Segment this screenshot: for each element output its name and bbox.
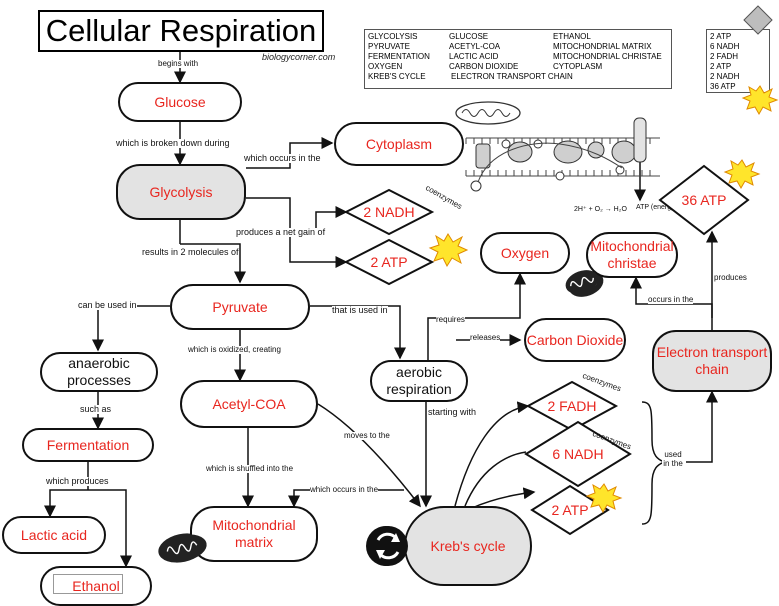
- word-bank-item: FERMENTATION: [368, 52, 430, 61]
- credit-text: biologycorner.com: [262, 52, 336, 62]
- label-which-occurs-in-the: which occurs in the: [310, 485, 379, 494]
- node-oxygen: Oxygen: [480, 232, 570, 274]
- word-bank-item: GLUCOSE: [449, 32, 489, 41]
- node-aerobic-respiration: aerobic respiration: [370, 360, 468, 402]
- label-broken-down: which is broken down during: [116, 138, 230, 148]
- node-fermentation: Fermentation: [22, 428, 154, 462]
- label-begins-with: begins with: [158, 59, 199, 68]
- label-requires: requires: [436, 315, 465, 324]
- label-produces: produces: [714, 273, 747, 282]
- label-results-in: results in 2 molecules of: [142, 247, 239, 257]
- node-anaerobic-processes: anaerobic processes: [40, 352, 158, 392]
- node-cytoplasm: Cytoplasm: [334, 122, 464, 166]
- node-carbon-dioxide: Carbon Dioxide: [524, 318, 626, 362]
- node-mitochondrial-christae: Mitochondrial christae: [586, 232, 678, 278]
- node-acetyl-coa: Acetyl-COA: [180, 380, 318, 428]
- label-starting-with: starting with: [428, 407, 477, 417]
- label-net-gain: produces a net gain of: [236, 227, 326, 237]
- label-oxidized: which is oxidized, creating: [188, 345, 281, 354]
- page-title: Cellular Respiration: [45, 13, 317, 48]
- label-shuffled: which is shuffled into the: [206, 464, 294, 473]
- node-mitochondrial-matrix: Mitochondrial matrix: [190, 506, 318, 562]
- ethanol-answer-box: [53, 574, 123, 594]
- atp-list-item: 36 ATP: [710, 82, 736, 91]
- label-such-as: such as: [80, 404, 112, 414]
- word-bank-item: KREB'S CYCLE: [368, 72, 426, 81]
- label-occurs-in: which occurs in the: [244, 153, 321, 163]
- word-bank-item: LACTIC ACID: [449, 52, 499, 61]
- atp-list-item: 2 ATP: [710, 62, 732, 71]
- atp-list-item: 2 NADH: [710, 72, 740, 81]
- label-moves-to: moves to the: [344, 431, 390, 440]
- word-bank-item: CYTOPLASM: [553, 62, 603, 71]
- label-can-be-used: can be used in: [78, 300, 137, 310]
- word-bank-item: ELECTRON TRANSPORT CHAIN: [451, 72, 573, 81]
- node-pyruvate: Pyruvate: [170, 284, 310, 330]
- node-lactic-acid: Lactic acid: [2, 516, 106, 554]
- atp-energy-label: ATP (energy): [636, 204, 677, 211]
- title-box: Cellular Respiration: [38, 10, 324, 52]
- word-bank-item: PYRUVATE: [368, 42, 410, 51]
- label-used-in-the: used in the: [662, 450, 684, 469]
- atp-list: 2 ATP 6 NADH 2 FADH 2 ATP 2 NADH 36 ATP: [706, 29, 770, 93]
- word-bank-item: OXYGEN: [368, 62, 403, 71]
- word-bank-item: ETHANOL: [553, 32, 591, 41]
- word-bank-item: ACETYL-COA: [449, 42, 501, 51]
- word-bank-item: MITOCHONDRIAL CHRISTAE: [553, 52, 662, 61]
- node-glucose: Glucose: [118, 82, 242, 122]
- label-occurs-in-the: occurs in the: [648, 295, 694, 304]
- atp-list-item: 6 NADH: [710, 42, 740, 51]
- water-equation-label: 2H⁺ + O₂ → H₂O: [574, 206, 627, 213]
- atp-list-item: 2 FADH: [710, 52, 739, 61]
- label-which-produces: which produces: [46, 476, 109, 486]
- label-that-is-used: that is used in: [332, 305, 388, 315]
- label-releases: releases: [470, 333, 501, 342]
- atp-list-item: 2 ATP: [710, 32, 732, 41]
- word-bank-item: GLYCOLYSIS: [368, 32, 418, 41]
- word-bank: GLYCOLYSIS PYRUVATE FERMENTATION OXYGEN …: [364, 29, 672, 89]
- node-electron-transport-chain: Electron transport chain: [652, 330, 772, 392]
- word-bank-item: CARBON DIOXIDE: [449, 62, 519, 71]
- node-glycolysis: Glycolysis: [116, 164, 246, 220]
- node-krebs-cycle: Kreb's cycle: [404, 506, 532, 586]
- word-bank-item: MITOCHONDRIAL MATRIX: [553, 42, 652, 51]
